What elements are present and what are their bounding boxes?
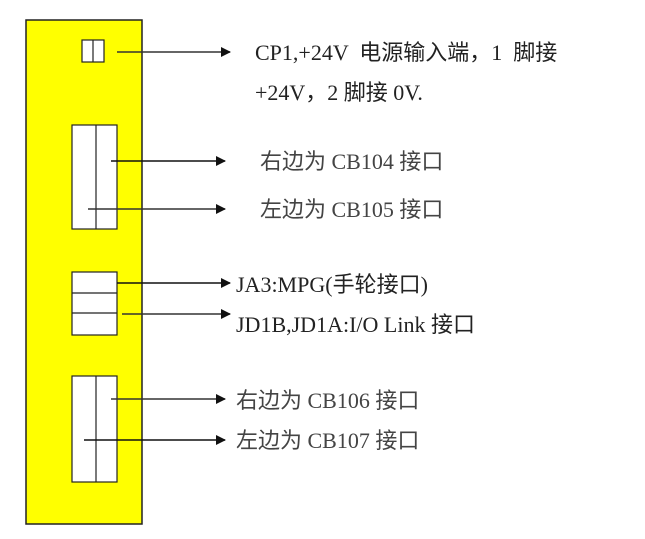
cb106-label: 右边为 CB106 接口	[236, 388, 419, 413]
cp1-connector	[81, 39, 105, 63]
jd1-label: JD1B,JD1A:I/O Link 接口	[236, 312, 475, 337]
cb105-label: 左边为 CB105 接口	[260, 197, 443, 222]
cb107-label: 左边为 CB107 接口	[236, 428, 419, 453]
ja3-label: JA3:MPG(手轮接口)	[236, 272, 428, 297]
cb104-label: 右边为 CB104 接口	[260, 149, 443, 174]
ja3-jd1-connector	[71, 271, 118, 336]
cb106-cb107-connector	[71, 375, 118, 483]
cp1-label-line2: +24V，2 脚接 0V.	[255, 80, 423, 105]
cp1-label-line1: CP1,+24V 电源输入端，1 脚接	[255, 40, 557, 65]
cb104-cb105-connector	[71, 124, 118, 230]
